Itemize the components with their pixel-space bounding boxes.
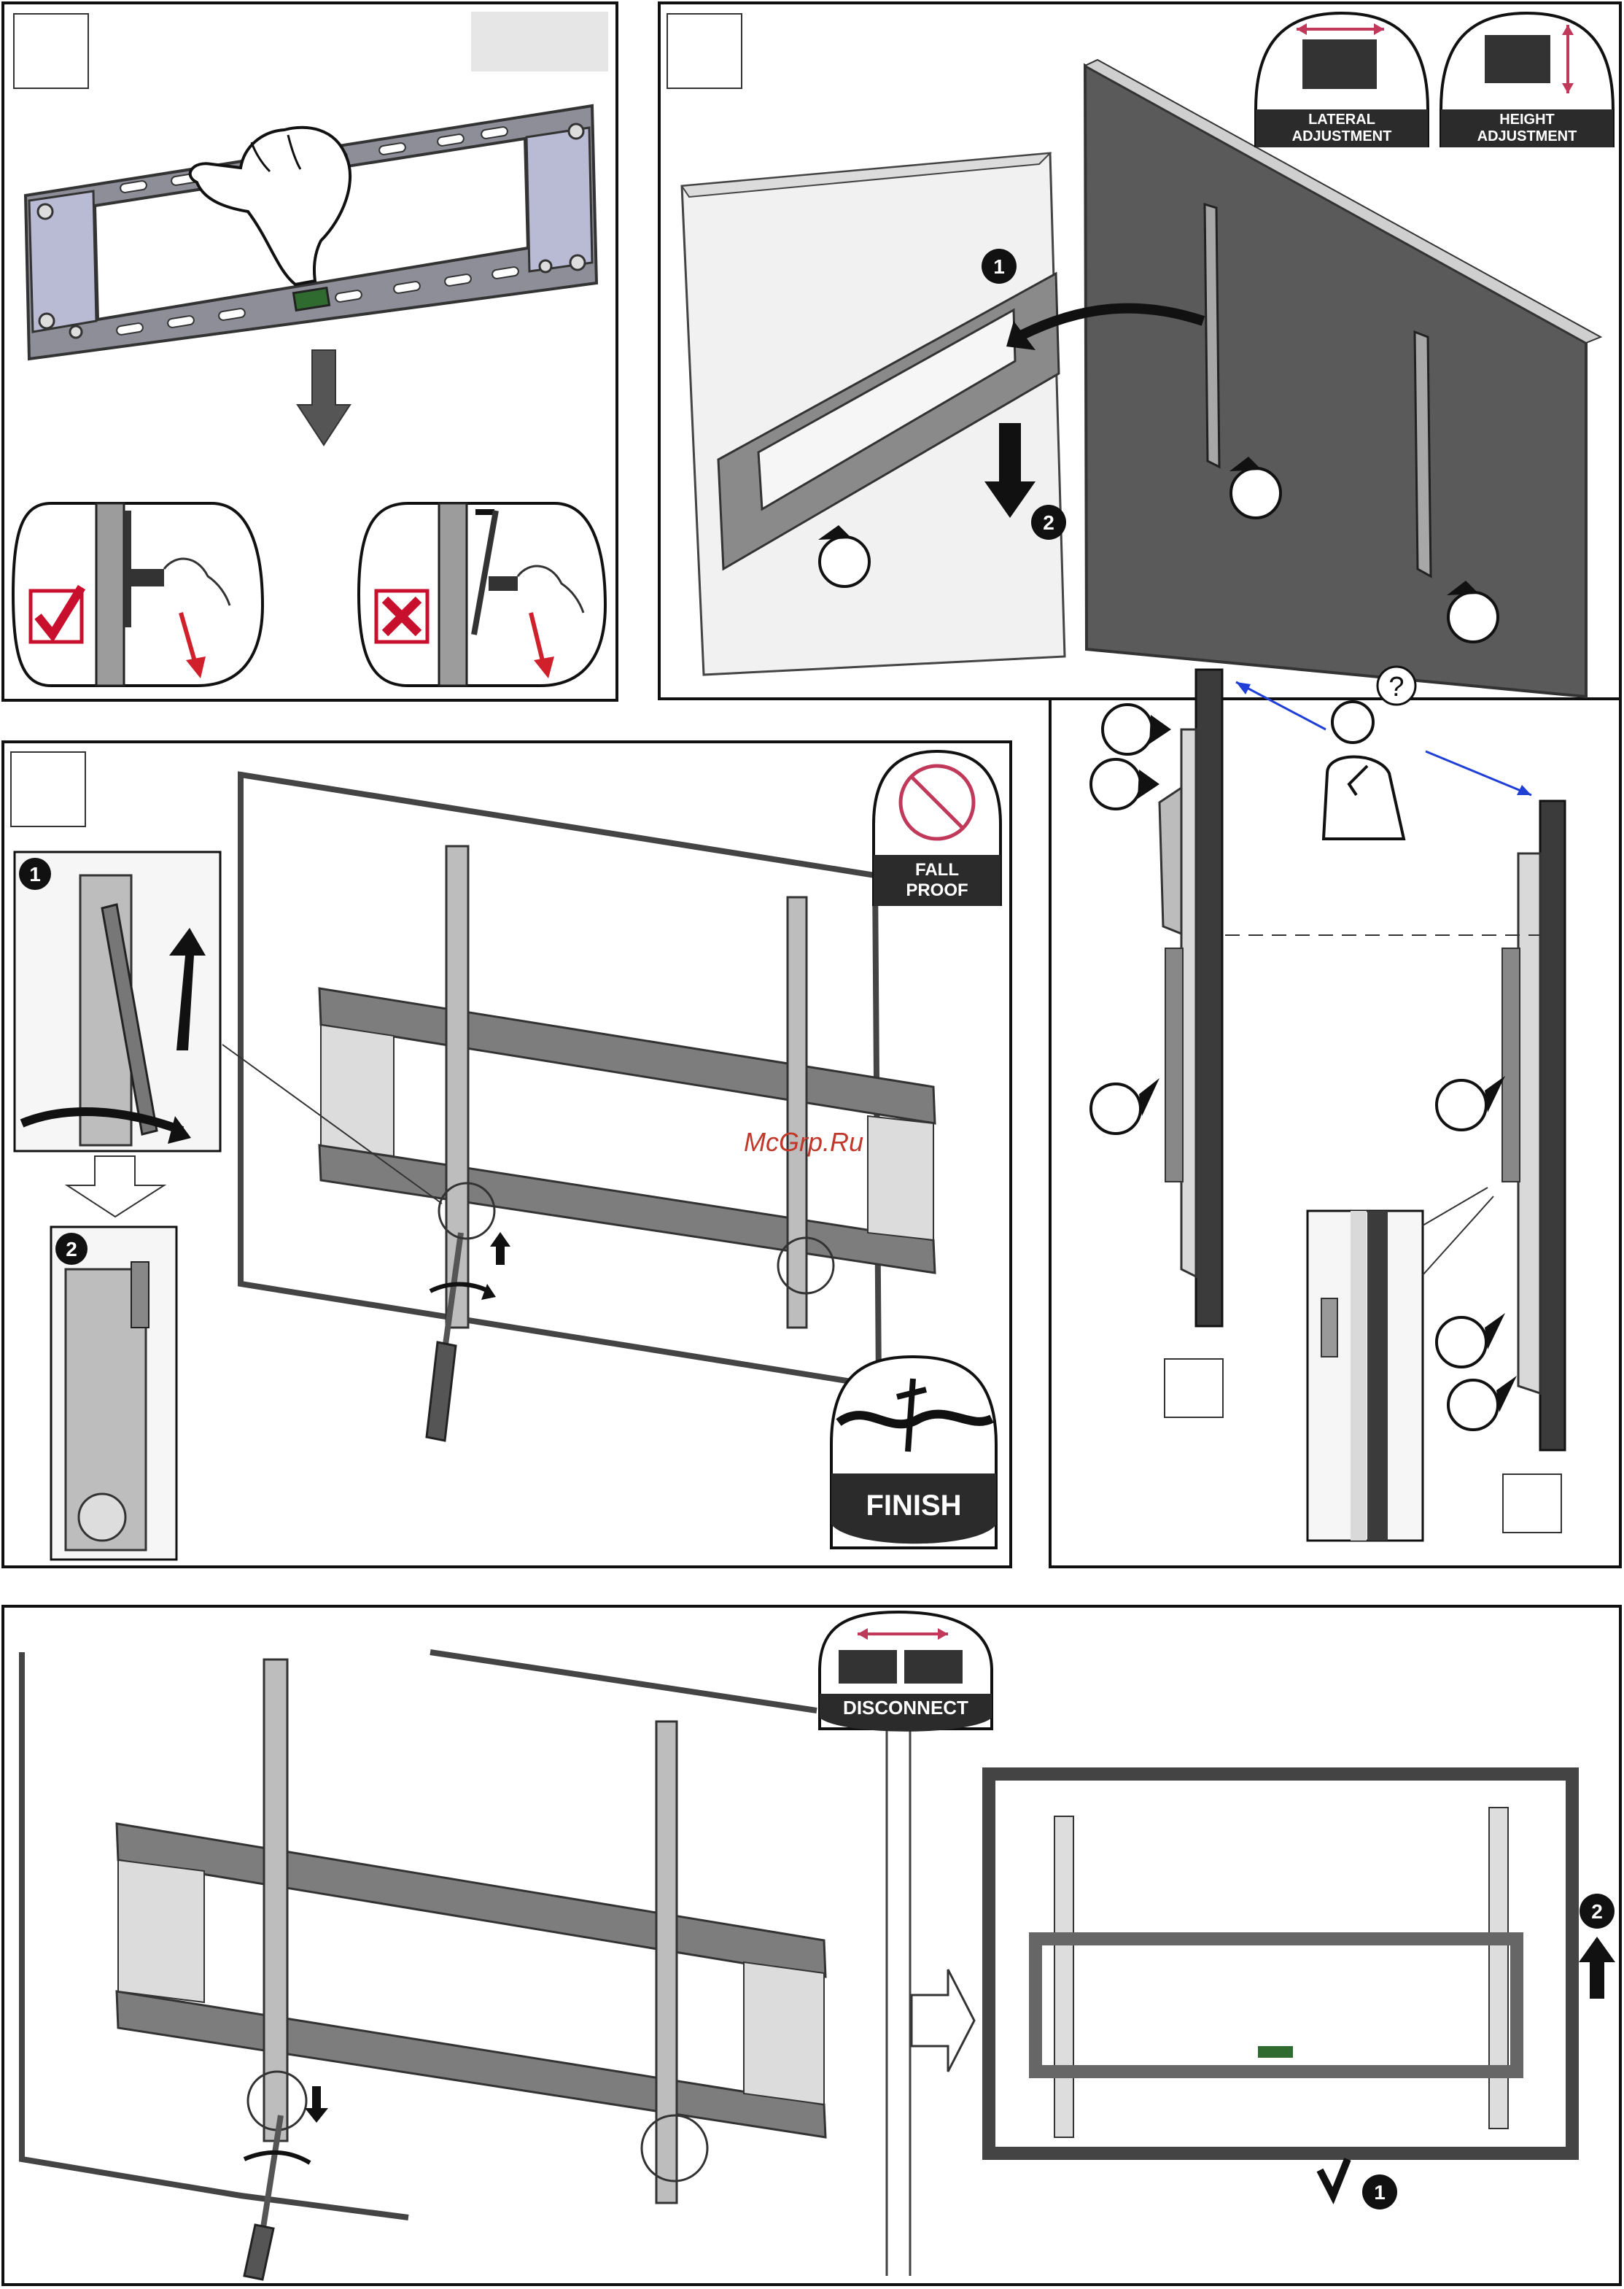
disconnect-number-2: 2 (1591, 1900, 1603, 1923)
disconnect-number-1: 1 (1374, 2181, 1386, 2204)
badge-disconnect: DISCONNECT (843, 1697, 968, 1719)
